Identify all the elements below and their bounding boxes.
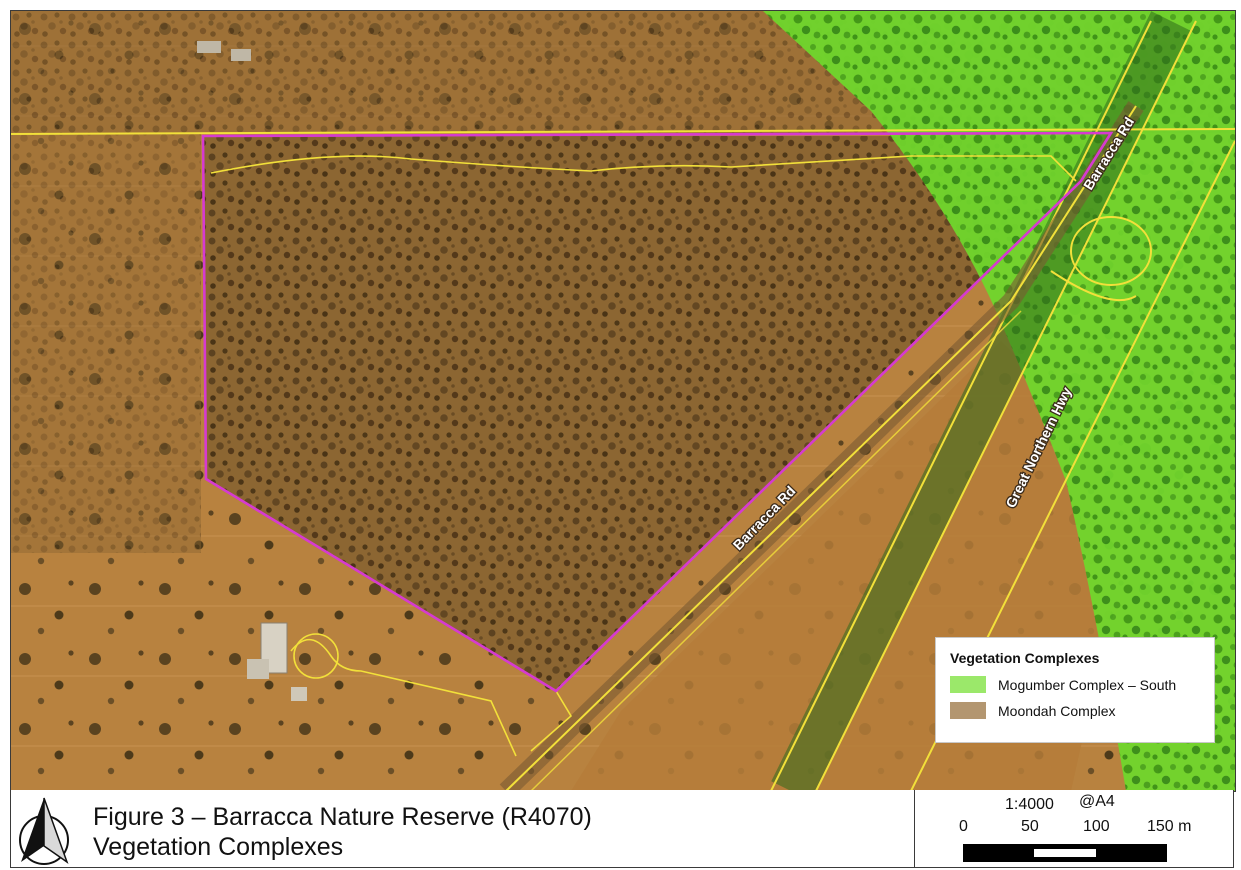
legend-item-mogumber: Mogumber Complex – South bbox=[950, 676, 1200, 693]
north-arrow-icon bbox=[19, 797, 69, 865]
legend-swatch-mogumber bbox=[950, 676, 986, 693]
legend-title: Vegetation Complexes bbox=[950, 650, 1100, 666]
western-bushland bbox=[11, 133, 201, 553]
scale-ratio: 1:4000 bbox=[1005, 796, 1054, 813]
legend-label-mogumber: Mogumber Complex – South bbox=[998, 676, 1177, 693]
legend: Vegetation Complexes Mogumber Complex – … bbox=[935, 637, 1215, 743]
homestead-track bbox=[290, 638, 517, 757]
scale-tick-50: 50 bbox=[1021, 818, 1039, 835]
homestead-buildings bbox=[260, 622, 288, 674]
scale-tick-100: 100 bbox=[1083, 818, 1110, 835]
paper-size: @A4 bbox=[1079, 793, 1115, 810]
aerial-map: Barracca Rd Barracca Rd Great Northern H… bbox=[11, 11, 1235, 791]
scale-bar-segment bbox=[1034, 849, 1096, 857]
figure-title-line1: Figure 3 – Barracca Nature Reserve (R407… bbox=[93, 803, 592, 831]
mogumber-complex-overlay bbox=[763, 11, 1235, 791]
map-footer: Figure 3 – Barracca Nature Reserve (R407… bbox=[10, 790, 1234, 868]
legend-label-moondah: Moondah Complex bbox=[998, 702, 1116, 719]
figure-title: Figure 3 – Barracca Nature Reserve (R407… bbox=[93, 802, 592, 862]
reserve-track bbox=[210, 155, 1077, 182]
northern-road bbox=[11, 128, 1235, 135]
reserve-boundary bbox=[201, 131, 1114, 693]
legend-item-moondah: Moondah Complex bbox=[950, 702, 1200, 719]
figure-title-line2: Vegetation Complexes bbox=[93, 833, 344, 861]
scale-tick-0: 0 bbox=[959, 818, 968, 835]
scale-tick-150: 150 m bbox=[1147, 818, 1192, 835]
reserve-vegetation bbox=[203, 136, 1111, 691]
map-view[interactable]: Barracca Rd Barracca Rd Great Northern H… bbox=[10, 10, 1236, 792]
legend-swatch-moondah bbox=[950, 702, 986, 719]
scale-bar bbox=[963, 844, 1167, 862]
interchange-loop bbox=[1070, 216, 1152, 286]
scale-box: 1:4000 @A4 0 50 100 150 m bbox=[914, 790, 1235, 868]
